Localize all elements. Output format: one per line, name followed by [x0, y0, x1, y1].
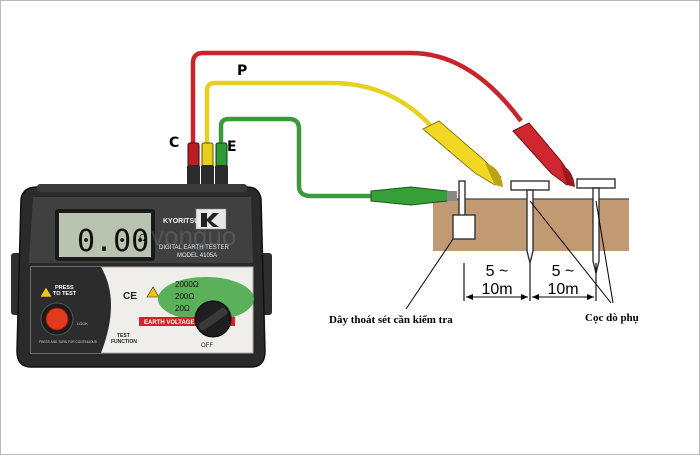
terminal-green	[215, 142, 228, 187]
warning-icon	[146, 286, 160, 298]
brand-name: KYORITSU	[163, 218, 199, 225]
press-label-1: PRESS	[55, 285, 74, 291]
arrow-head	[466, 294, 473, 300]
red-lead-wire	[190, 50, 523, 149]
range-200-label: 200Ω	[175, 292, 194, 301]
model-line-1: DIGITAL EARTH TESTER	[159, 245, 229, 251]
range-green-area	[158, 277, 254, 321]
arrow-head	[521, 294, 528, 300]
label-e: E	[227, 139, 237, 155]
earth-voltage-label: EARTH VOLTAGE	[144, 320, 194, 326]
arrow-head	[532, 294, 539, 300]
off-label: OFF	[201, 343, 213, 349]
kyoritsu-logo-mark	[201, 213, 219, 227]
arrow-head	[587, 294, 594, 300]
label-c: C	[169, 135, 179, 151]
yellow-lead-wire	[204, 80, 433, 149]
distance-markers	[463, 263, 597, 301]
label-auxiliary-rods: Cọc dò phụ	[585, 312, 639, 324]
lcd-unit: Ω	[139, 233, 147, 244]
green-lead-wire	[218, 116, 373, 199]
test-function-2: FUNCTION	[111, 339, 137, 345]
press-small-text: PRESS AND TURN FOR CONTINUOUS	[39, 340, 97, 344]
callout-line-conductor	[405, 238, 454, 310]
ce-mark: CE	[123, 291, 137, 302]
red-clip	[512, 122, 575, 187]
yellow-clip	[422, 120, 503, 187]
green-clip	[370, 186, 457, 206]
earth-electrode-box	[452, 214, 476, 240]
auxiliary-rod-p	[510, 180, 550, 264]
watermark-text: vonguo	[151, 221, 236, 251]
range-2000-label: 2000Ω	[175, 280, 199, 289]
label-test-conductor: Dây thoát sét cần kiểm tra	[329, 314, 453, 326]
range-selector-pointer	[198, 307, 228, 331]
test-function-1: TEST	[117, 333, 130, 339]
lcd-reading: 0.00	[77, 224, 149, 259]
warning-icon	[39, 286, 53, 298]
distance-2-top: 5 ~	[552, 263, 575, 280]
callout-line-rod-p	[529, 200, 612, 304]
distance-2-bottom: 10m	[547, 281, 578, 298]
lock-label: LOCK	[77, 321, 88, 326]
press-to-test-button[interactable]	[45, 307, 69, 331]
model-line-2: MODEL 4105A	[177, 253, 217, 259]
terminal-yellow	[201, 142, 214, 187]
terminal-red	[187, 142, 200, 187]
earth-voltage-band	[139, 317, 235, 326]
label-p: P	[237, 63, 247, 79]
distance-1-top: 5 ~	[486, 263, 509, 280]
callout-line-rod-c	[595, 200, 614, 304]
distance-1-bottom: 10m	[481, 281, 512, 298]
press-label-2: TO TEST	[53, 291, 77, 297]
lcd-screen	[59, 213, 151, 257]
range-20-label: 20Ω	[175, 304, 190, 313]
